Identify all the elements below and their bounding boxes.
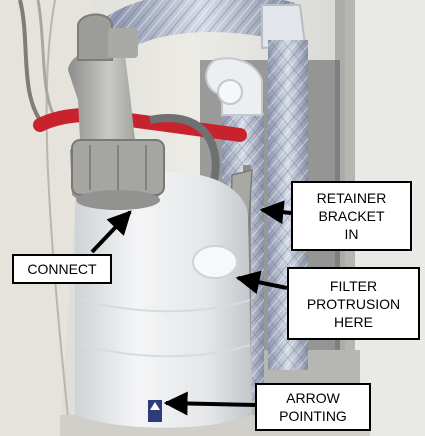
retainer-bracket-callout: RETAINER BRACKET IN — [291, 181, 412, 251]
connect-callout: CONNECT — [12, 254, 112, 284]
filter-callout-line-2: PROTRUSION — [306, 295, 401, 312]
flow-direction-arrow-icon — [148, 400, 162, 422]
pointer-arrow-direction — [163, 391, 256, 416]
retainer-callout-line-3: IN — [344, 226, 359, 242]
arrow-pointing-callout: ARROW POINTING — [255, 383, 371, 431]
arrow-callout-line-1: ARROW — [286, 390, 340, 406]
filter-protrusion-callout: FILTER PROTRUSION HERE — [287, 267, 420, 340]
connect-callout-line: CONNECT — [27, 261, 97, 277]
retainer-callout-line-1: RETAINER — [316, 190, 387, 206]
filter-tank — [75, 172, 252, 428]
pointer-arrow-filter — [235, 270, 288, 295]
arrow-callout-line-2: POINTING — [279, 408, 347, 424]
filter-protrusion — [192, 245, 238, 279]
filter-callout-line-3: HERE — [334, 313, 373, 330]
pointer-arrow-retainer — [259, 200, 292, 225]
filter-callout-line-1: FILTER — [329, 277, 378, 294]
retainer-callout-line-2: BRACKET — [318, 208, 385, 224]
pointer-arrow-connect — [90, 210, 132, 254]
